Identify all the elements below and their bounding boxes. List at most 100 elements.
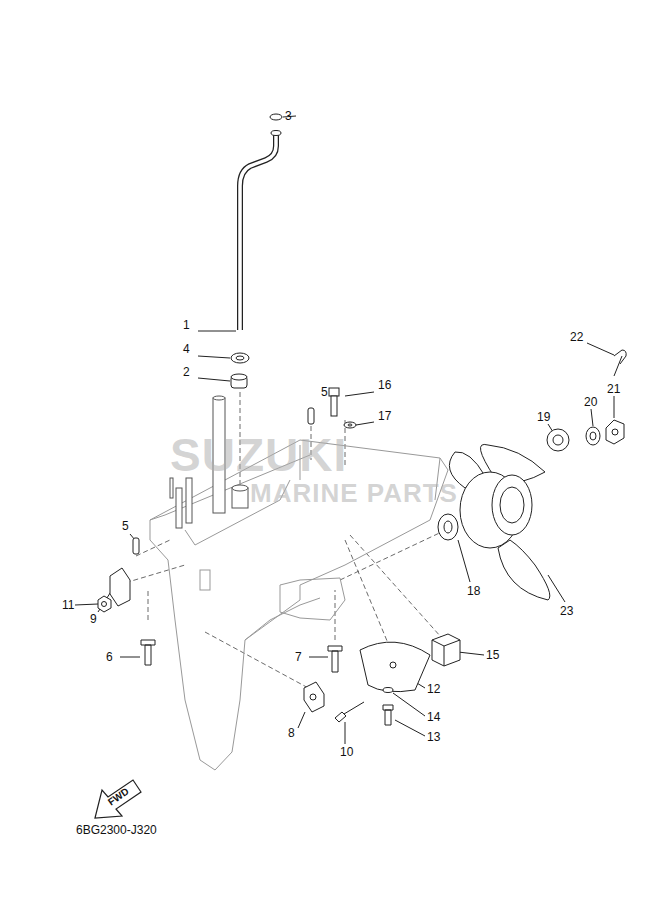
leader-lines	[548, 575, 565, 602]
small-parts	[335, 702, 364, 722]
leader-lines	[198, 378, 230, 381]
drive-shaft	[176, 488, 182, 528]
assembly-lines	[148, 590, 149, 620]
small-parts	[133, 538, 139, 554]
leader-lines	[298, 712, 305, 728]
callout-number: 17	[378, 409, 391, 423]
fwd-arrow	[95, 780, 141, 818]
callout-number: 1	[183, 318, 190, 332]
callout-number: 9	[90, 612, 97, 626]
small-parts	[98, 596, 111, 612]
leader-lines	[75, 116, 614, 744]
small-parts	[141, 640, 155, 665]
callout-number: 22	[570, 330, 583, 344]
small-parts	[614, 350, 626, 376]
callout-number: 14	[427, 710, 440, 724]
leader-lines	[198, 331, 236, 332]
leader-lines	[587, 343, 614, 355]
assembly-lines	[205, 632, 312, 690]
small-parts	[328, 646, 342, 672]
water-tube	[270, 114, 282, 120]
small-parts	[590, 432, 596, 440]
small-parts	[383, 705, 393, 725]
callout-number: 6	[106, 650, 113, 664]
assembly-lines	[340, 528, 450, 580]
gearcase-outline	[280, 578, 345, 620]
leader-lines	[395, 720, 425, 736]
small-parts	[586, 427, 600, 445]
callout-number: 15	[486, 648, 499, 662]
callout-number: 5	[122, 519, 129, 533]
small-parts	[547, 429, 569, 451]
small-parts	[310, 694, 316, 700]
watermark: SUZUKI	[170, 428, 347, 482]
water-tube	[240, 135, 276, 330]
callout-number: 12	[427, 682, 440, 696]
propeller	[492, 475, 532, 535]
small-parts	[102, 602, 107, 607]
small-parts	[348, 424, 352, 426]
small-parts	[110, 568, 130, 606]
callout-number: 2	[183, 365, 190, 379]
small-parts	[304, 682, 324, 712]
leader-lines	[458, 652, 484, 655]
small-parts	[236, 356, 244, 360]
callout-number: 10	[340, 745, 353, 759]
callout-number: 13	[427, 730, 440, 744]
leader-lines	[120, 657, 140, 658]
small-parts	[612, 429, 618, 435]
assembly-lines	[350, 535, 441, 637]
drive-shaft	[213, 396, 225, 400]
gearcase-outline	[150, 540, 300, 770]
diagram-code: 6BG2300-J320	[76, 823, 157, 837]
callout-number: 21	[607, 382, 620, 396]
small-parts	[308, 408, 314, 424]
propeller	[449, 444, 549, 600]
callout-number: 3	[285, 109, 292, 123]
fwd-arrow	[95, 780, 141, 818]
small-parts	[344, 422, 356, 428]
leader-lines	[345, 722, 346, 744]
callout-number: 7	[295, 650, 302, 664]
drive-shaft	[186, 478, 192, 523]
small-parts	[329, 388, 339, 396]
leader-lines	[591, 409, 593, 426]
callout-number: 23	[560, 604, 573, 618]
callout-number: 18	[467, 584, 480, 598]
small-parts	[331, 396, 337, 416]
callout-number: 4	[183, 342, 190, 356]
small-parts	[606, 420, 624, 444]
small-parts	[360, 642, 430, 692]
assembly-lines	[136, 540, 170, 556]
callout-number: 5	[321, 385, 328, 399]
small-parts	[98, 350, 626, 725]
small-parts	[444, 521, 452, 533]
small-parts	[553, 435, 563, 445]
water-tube	[240, 114, 282, 330]
callout-number: 20	[584, 395, 597, 409]
small-parts	[231, 374, 247, 380]
leader-lines	[356, 422, 374, 425]
leader-lines	[458, 540, 470, 582]
drive-shaft	[232, 485, 248, 491]
small-parts	[390, 662, 396, 668]
callout-number: 8	[288, 726, 295, 740]
watermark: MARINE PARTS	[250, 478, 458, 509]
assembly-lines	[335, 590, 336, 640]
leader-lines	[393, 693, 425, 716]
small-parts	[432, 634, 460, 666]
gearcase-outline	[200, 570, 210, 590]
leader-lines	[345, 392, 374, 396]
callout-number: 19	[537, 410, 550, 424]
small-parts	[231, 353, 249, 363]
leader-lines	[614, 396, 615, 418]
propeller	[498, 540, 550, 600]
leader-lines	[309, 657, 328, 658]
water-tube	[240, 135, 276, 330]
water-tube	[271, 131, 281, 136]
callout-number: 11	[62, 598, 74, 612]
small-parts	[438, 514, 458, 540]
callout-number: 16	[378, 378, 391, 392]
leader-lines	[75, 604, 98, 605]
propeller	[500, 487, 524, 523]
